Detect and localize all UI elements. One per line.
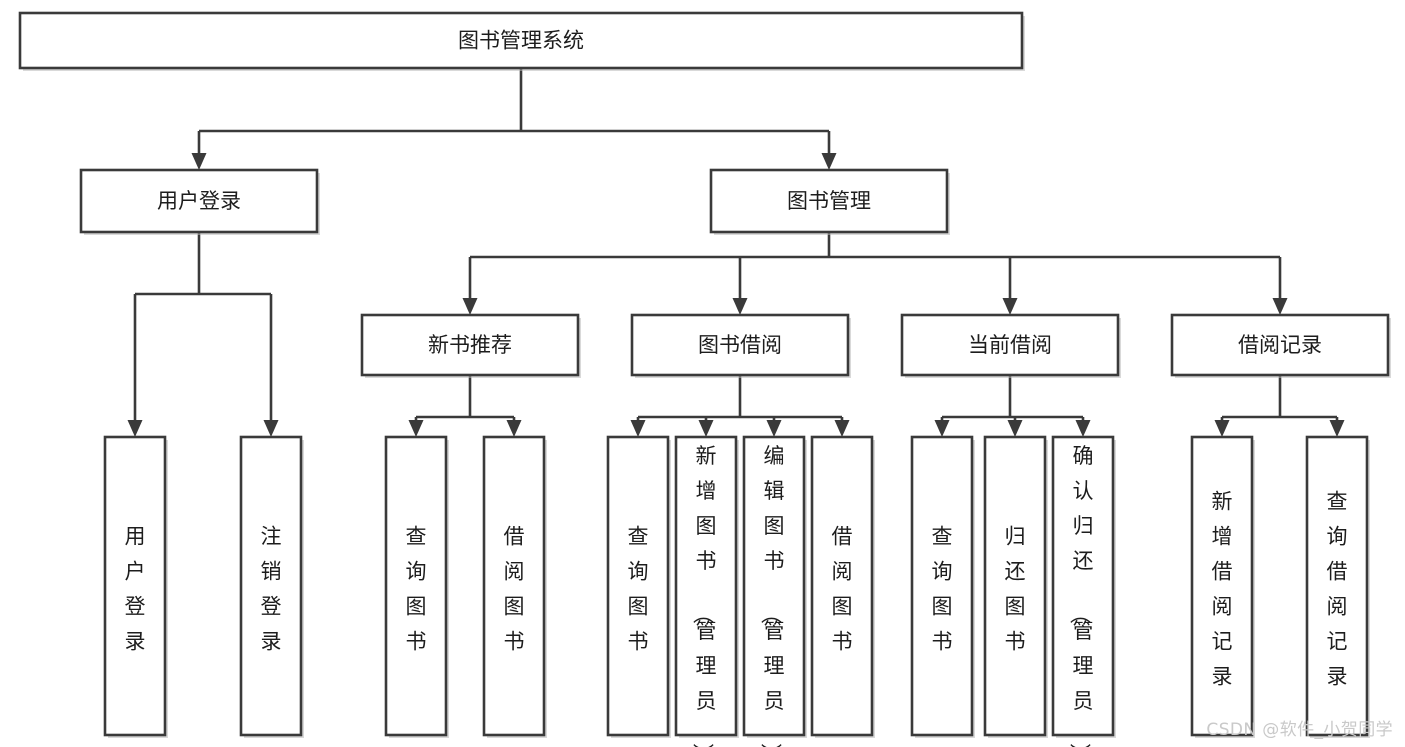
arrow-head-icon — [834, 420, 850, 437]
node-label: 查询借阅记录 — [1327, 489, 1348, 688]
node-rect[interactable] — [606, 435, 670, 737]
node-label: 借阅记录 — [1238, 333, 1322, 357]
node-label: 查询图书 — [628, 524, 649, 653]
node-rect[interactable] — [18, 11, 1024, 70]
node-leaf-re-add[interactable]: 新增借阅记录 — [1190, 435, 1255, 738]
node-label: 编辑图书（管理员） — [759, 444, 785, 747]
node-label: 注销登录 — [261, 524, 282, 653]
node-label: 查询图书 — [932, 524, 953, 653]
node-rect[interactable] — [1190, 435, 1254, 737]
connector-group-bookmgmt-children — [462, 232, 1288, 315]
arrow-head-icon — [462, 298, 478, 315]
node-leaf-bo-add[interactable]: 新增图书（管理员） — [674, 435, 739, 747]
connector-group-newbook-children — [408, 375, 522, 437]
node-label: 当前借阅 — [968, 333, 1052, 357]
arrow-head-icon — [1007, 420, 1023, 437]
node-rect[interactable] — [983, 435, 1047, 737]
node-current[interactable]: 当前借阅 — [900, 313, 1121, 378]
node-rect[interactable] — [103, 435, 167, 737]
node-label: 图书管理 — [787, 189, 871, 213]
node-login[interactable]: 用户登录 — [79, 168, 320, 235]
node-rect[interactable] — [1051, 435, 1115, 737]
node-rect[interactable] — [630, 313, 850, 377]
arrow-head-icon — [766, 420, 782, 437]
node-leaf-user-login[interactable]: 用户登录 — [103, 435, 168, 738]
arrow-head-icon — [408, 420, 424, 437]
node-leaf-bo-borrow[interactable]: 借阅图书 — [810, 435, 875, 738]
arrow-head-icon — [1075, 420, 1091, 437]
node-leaf-user-logout[interactable]: 注销登录 — [239, 435, 304, 738]
node-rect[interactable] — [910, 435, 974, 737]
connector-group-current-children — [934, 375, 1091, 437]
node-label: 新增借阅记录 — [1212, 489, 1233, 688]
node-label: 用户登录 — [125, 524, 146, 653]
node-rect[interactable] — [709, 168, 949, 234]
arrow-head-icon — [127, 420, 143, 437]
arrow-head-icon — [732, 298, 748, 315]
arrow-head-icon — [630, 420, 646, 437]
arrow-head-icon — [1002, 298, 1018, 315]
node-rect[interactable] — [384, 435, 448, 737]
node-leaf-bo-query[interactable]: 查询图书 — [606, 435, 671, 738]
node-root[interactable]: 图书管理系统 — [18, 11, 1025, 71]
node-rect[interactable] — [239, 435, 303, 737]
node-label: 新增图书（管理员） — [691, 444, 717, 747]
connector-group-root-children — [191, 68, 837, 170]
arrow-head-icon — [506, 420, 522, 437]
node-records[interactable]: 借阅记录 — [1170, 313, 1391, 378]
node-label: 查询图书 — [406, 524, 427, 653]
node-leaf-re-query[interactable]: 查询借阅记录 — [1305, 435, 1370, 738]
arrow-head-icon — [821, 153, 837, 170]
node-borrow[interactable]: 图书借阅 — [630, 313, 851, 378]
watermark-text: CSDN @软件_小贺同学 — [1206, 720, 1393, 740]
node-label: 图书借阅 — [698, 333, 782, 357]
node-rect[interactable] — [482, 435, 546, 737]
node-layer: 图书管理系统用户登录图书管理新书推荐图书借阅当前借阅借阅记录用户登录注销登录查询… — [18, 11, 1391, 747]
node-label: 借阅图书 — [832, 524, 853, 653]
node-rect[interactable] — [810, 435, 874, 737]
node-label: 归还图书 — [1005, 524, 1026, 653]
node-rect[interactable] — [1170, 313, 1390, 377]
node-label: 用户登录 — [157, 189, 241, 213]
arrow-head-icon — [191, 153, 207, 170]
node-rect[interactable] — [900, 313, 1120, 377]
node-newbook[interactable]: 新书推荐 — [360, 313, 581, 378]
node-leaf-bo-edit[interactable]: 编辑图书（管理员） — [742, 435, 807, 747]
arrow-head-icon — [698, 420, 714, 437]
arrow-head-icon — [1272, 298, 1288, 315]
arrow-head-icon — [934, 420, 950, 437]
node-rect[interactable] — [742, 435, 806, 737]
node-leaf-cu-confirm[interactable]: 确认归还（管理员） — [1051, 435, 1116, 747]
node-leaf-nb-query[interactable]: 查询图书 — [384, 435, 449, 738]
connector-group-login-children — [127, 232, 279, 437]
node-leaf-cu-return[interactable]: 归还图书 — [983, 435, 1048, 738]
connector-layer — [127, 68, 1345, 437]
node-rect[interactable] — [79, 168, 319, 234]
arrow-head-icon — [1329, 420, 1345, 437]
node-label: 新书推荐 — [428, 333, 512, 357]
node-rect[interactable] — [1305, 435, 1369, 737]
connector-group-records-children — [1214, 375, 1345, 437]
node-leaf-cu-query[interactable]: 查询图书 — [910, 435, 975, 738]
connector-group-borrow-children — [630, 375, 850, 437]
node-bookmgmt[interactable]: 图书管理 — [709, 168, 950, 235]
node-rect[interactable] — [360, 313, 580, 377]
node-leaf-nb-borrow[interactable]: 借阅图书 — [482, 435, 547, 738]
arrow-head-icon — [263, 420, 279, 437]
node-rect[interactable] — [674, 435, 738, 737]
node-label: 图书管理系统 — [458, 29, 584, 53]
arrow-head-icon — [1214, 420, 1230, 437]
node-label: 借阅图书 — [504, 524, 525, 653]
node-label: 确认归还（管理员） — [1068, 444, 1094, 747]
